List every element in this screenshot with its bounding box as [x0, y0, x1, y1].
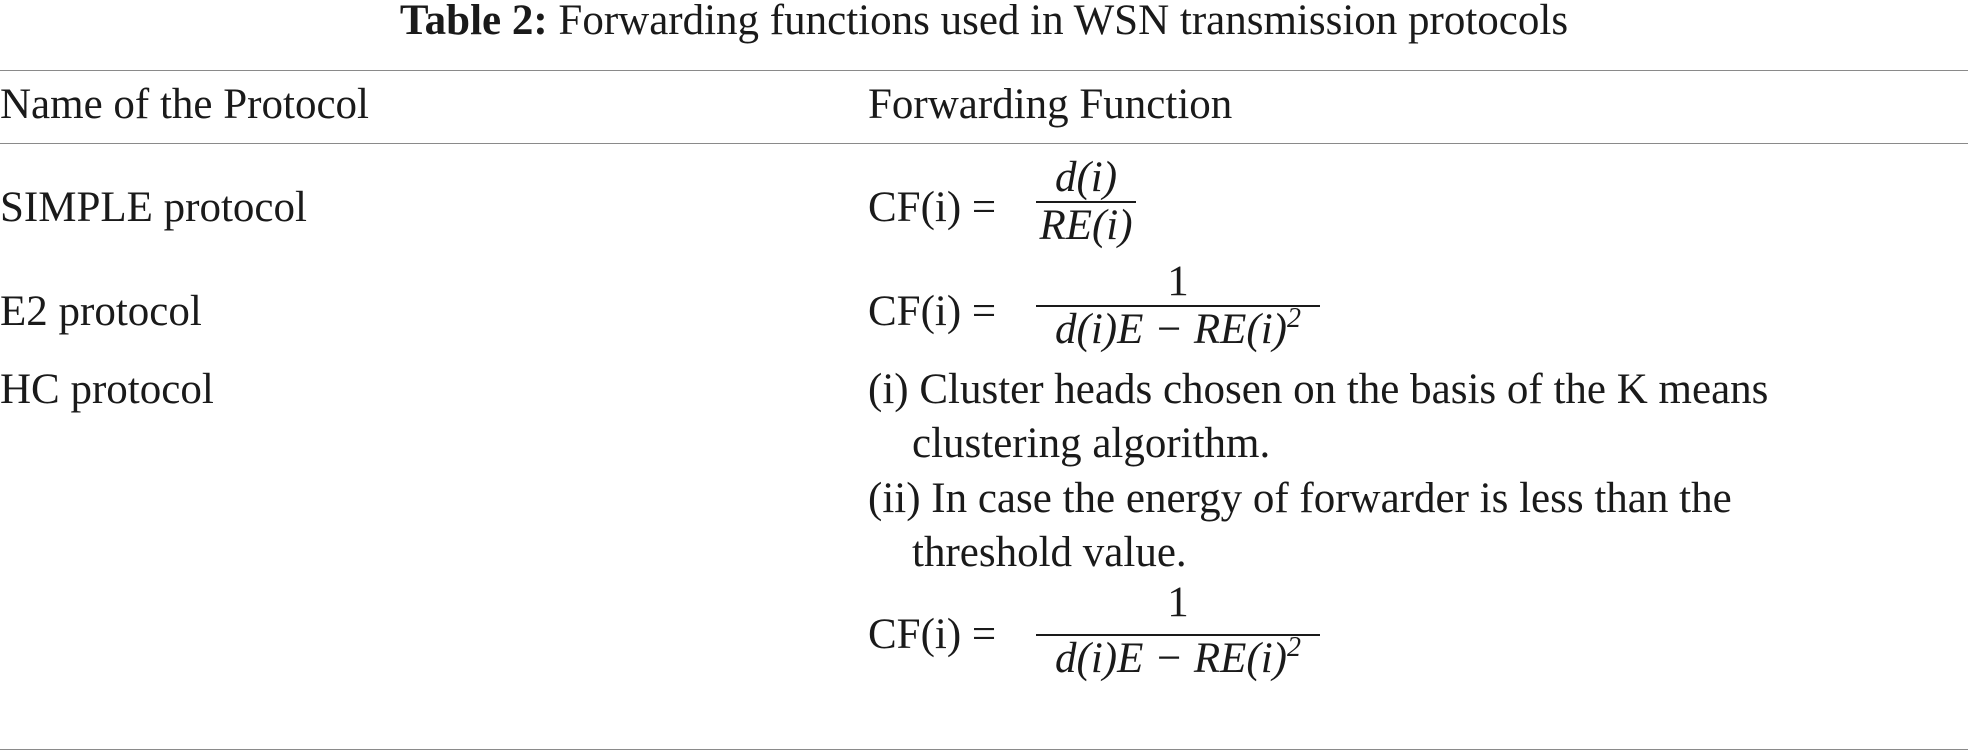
hc-item-1: (i) Cluster heads chosen on the basis of… [868, 363, 1968, 471]
formula-denominator: d(i)E − RE(i)2 [1055, 303, 1301, 353]
formula-lhs: CF(i) = [868, 288, 997, 335]
formula-denominator: d(i)E − RE(i)2 [1055, 632, 1301, 682]
formula-numerator: 1 [1167, 579, 1189, 626]
bottom-rule [0, 749, 1968, 750]
fraction-bar [1036, 634, 1320, 636]
header-rule [0, 143, 1968, 144]
fraction-bar [1036, 201, 1136, 203]
formula-numerator: 1 [1167, 258, 1189, 305]
formula-exponent: 2 [1287, 303, 1301, 334]
formula-lhs: CF(i) = [868, 184, 997, 231]
caption-label: Table 2: [399, 0, 548, 44]
formula-numerator: d(i) [1054, 154, 1118, 201]
formula-exponent: 2 [1287, 632, 1301, 663]
hc-item-2: (ii) In case the energy of forwarder is … [868, 472, 1968, 580]
hc-item-2-line2: threshold value. [912, 529, 1187, 576]
row-simple-protocol: SIMPLE protocol [0, 184, 307, 231]
row-hc-protocol: HC protocol [0, 366, 214, 413]
top-rule [0, 70, 1968, 71]
table-caption: Table 2: Forwarding functions used in WS… [0, 0, 1968, 44]
formula-fraction: d(i) RE(i) [1036, 155, 1136, 249]
formula-fraction: 1 d(i)E − RE(i)2 [1036, 580, 1320, 682]
header-forwarding-function: Forwarding Function [868, 81, 1233, 128]
formula-fraction: 1 d(i)E − RE(i)2 [1036, 259, 1320, 353]
hc-item-1-line1: (i) Cluster heads chosen on the basis of… [868, 366, 1769, 413]
header-protocol: Name of the Protocol [0, 81, 369, 128]
formula-lhs: CF(i) = [868, 611, 997, 658]
formula-denominator: RE(i) [1039, 202, 1133, 249]
row-e2-protocol: E2 protocol [0, 288, 202, 335]
caption-text: Forwarding functions used in WSN transmi… [558, 0, 1569, 44]
hc-item-2-line1: (ii) In case the energy of forwarder is … [868, 475, 1732, 522]
hc-item-1-line2: clustering algorithm. [912, 420, 1271, 467]
fraction-bar [1036, 305, 1320, 307]
